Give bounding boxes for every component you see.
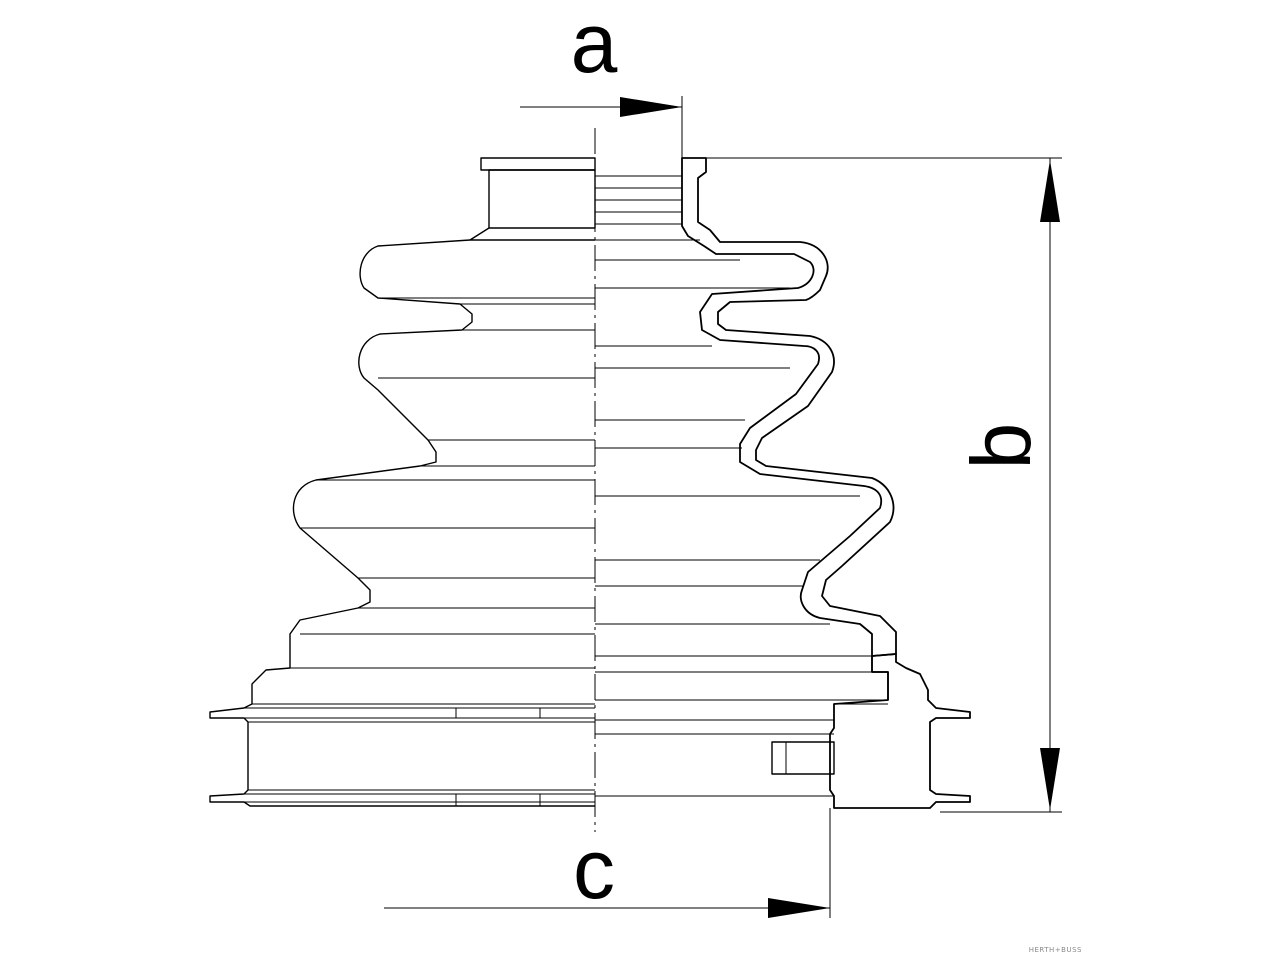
boot-exterior-left-half [209, 157, 596, 807]
dimension-c [384, 808, 831, 918]
brand-watermark: HERTH+BUSS [1029, 946, 1082, 954]
dimension-label-a: a [571, 0, 618, 90]
boot-section-right-half [595, 157, 971, 809]
dimension-a [520, 96, 683, 158]
dimension-label-c: c [573, 822, 615, 916]
dimension-b [706, 157, 1062, 813]
dimension-label-b: b [954, 423, 1048, 470]
